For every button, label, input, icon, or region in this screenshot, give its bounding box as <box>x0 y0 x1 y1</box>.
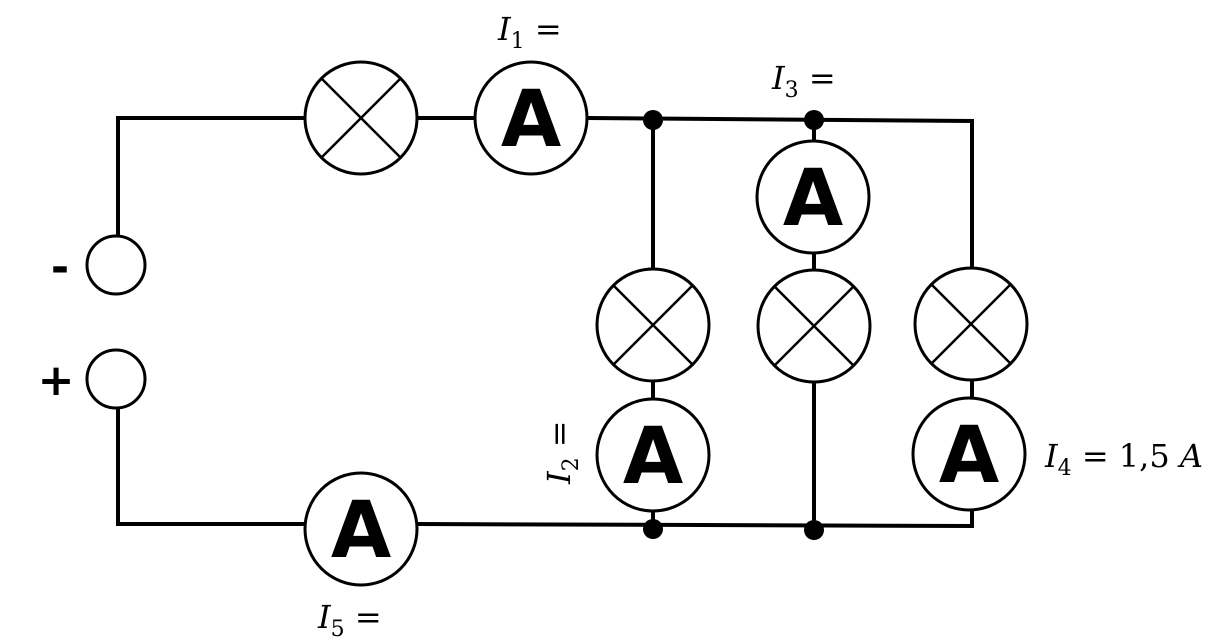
positive-sign: + <box>38 355 75 406</box>
ammeter-3-symbol: A <box>783 154 843 244</box>
label-i1: I1 = <box>497 10 562 54</box>
wire-positive-to-ammeter-5 <box>116 406 307 526</box>
ammeter-1-symbol: A <box>501 75 561 165</box>
label-i3: I3 = <box>771 59 836 103</box>
ammeter-3: A <box>755 139 871 255</box>
label-i5: I5 = <box>317 598 382 642</box>
label-i4: I4 = 1,5 A <box>1044 437 1203 481</box>
junction-top-2 <box>804 110 824 130</box>
junction-bottom-2 <box>804 520 824 540</box>
ammeter-5: A <box>303 471 419 587</box>
ammeter-2-symbol: A <box>623 412 683 502</box>
lamp-branch-2 <box>756 268 872 384</box>
wire-negative-to-lamp <box>116 116 307 239</box>
ammeter-5-symbol: A <box>331 486 391 576</box>
lamp-branch-3 <box>913 266 1029 382</box>
ammeter-2: A <box>595 397 711 513</box>
ammeter-4: A <box>911 396 1027 512</box>
negative-terminal <box>85 234 147 296</box>
lamp-series <box>303 60 419 176</box>
label-i2: I2 = <box>540 420 584 485</box>
ammeter-1: A <box>473 60 589 176</box>
junction-top-1 <box>643 110 663 130</box>
wire-bottom-bus <box>415 521 975 529</box>
positive-terminal <box>85 348 147 410</box>
ammeter-4-symbol: A <box>939 411 999 501</box>
lamp-branch-1 <box>595 267 711 383</box>
junction-bottom-1 <box>643 519 663 539</box>
negative-sign: - <box>51 242 69 293</box>
